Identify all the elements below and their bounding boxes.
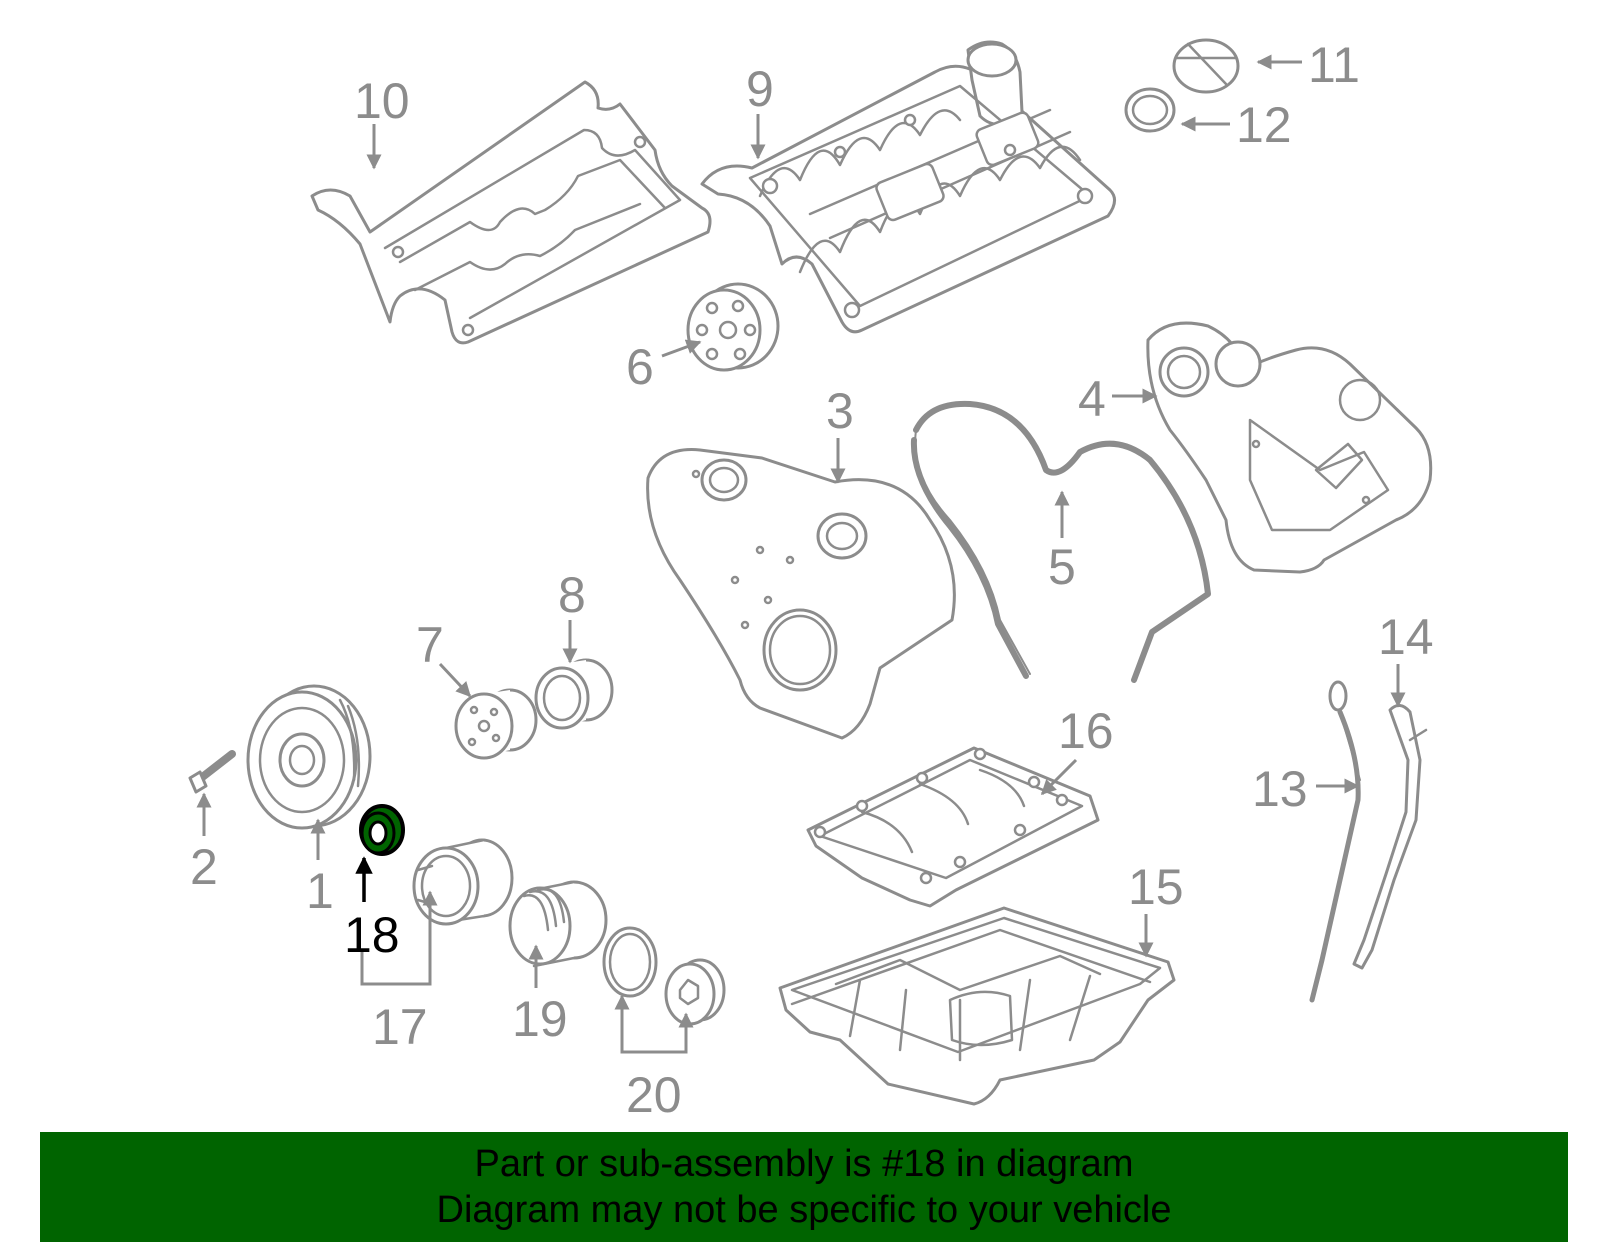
callout-13: 13	[1252, 761, 1308, 817]
leader-6	[661, 339, 702, 358]
callout-2: 2	[190, 839, 218, 895]
part-20-ring-and-cap	[602, 926, 726, 1026]
part-17-housing	[412, 838, 514, 926]
banner-line-disclaimer: Diagram may not be specific to your vehi…	[436, 1189, 1172, 1231]
callout-15: 15	[1128, 859, 1184, 915]
part-7-crank-sprocket	[454, 688, 538, 760]
leader-lines	[196, 54, 1406, 1054]
callout-3: 3	[826, 383, 854, 439]
callout-11: 11	[1308, 37, 1360, 93]
leader-7	[438, 662, 472, 698]
part-10-cover-gasket	[310, 80, 712, 345]
part-6-camshaft-sprocket	[686, 282, 780, 372]
info-banner: Part or sub-assembly is #18 in diagram D…	[40, 1132, 1568, 1242]
part-2-bolt	[188, 750, 236, 794]
part-5-cover-gasket	[910, 400, 1211, 683]
callout-18: 18	[344, 907, 400, 963]
callout-1: 1	[306, 863, 334, 919]
leader-16	[1040, 758, 1078, 796]
callout-20: 20	[626, 1067, 682, 1123]
callout-8: 8	[558, 567, 586, 623]
leader-17	[360, 890, 438, 986]
part-8-sleeve	[534, 658, 614, 730]
part-16-oil-pan-baffle	[806, 746, 1100, 908]
callout-16: 16	[1058, 703, 1114, 759]
callout-17: 17	[372, 999, 428, 1055]
part-4-rear-timing-cover	[1146, 321, 1433, 574]
part-13-dipstick	[1309, 680, 1361, 1003]
callout-9: 9	[746, 61, 774, 117]
banner-line-part: Part or sub-assembly is #18 in diagram	[474, 1143, 1134, 1185]
callout-7: 7	[416, 617, 444, 673]
callout-6: 6	[626, 339, 654, 395]
engine-parts-diagram: 10 9 11 12 6 3 4 5 8 7 14 16 13 2 1 18 1…	[188, 37, 1434, 1123]
callout-14: 14	[1378, 609, 1434, 665]
part-3-front-timing-cover	[646, 448, 956, 740]
part-14-dipstick-tube	[1352, 704, 1428, 970]
part-1-crank-pulley	[246, 684, 372, 830]
callout-4: 4	[1078, 371, 1106, 427]
part-12-cap-seal	[1124, 87, 1176, 133]
callout-numbers: 10 9 11 12 6 3 4 5 8 7 14 16 13 2 1 18 1…	[190, 37, 1434, 1123]
callout-12: 12	[1236, 97, 1292, 153]
callout-19: 19	[512, 991, 568, 1047]
part-15-oil-pan	[778, 906, 1176, 1106]
callout-10: 10	[354, 73, 410, 129]
part-19-filter-element	[508, 880, 608, 968]
part-11-oil-filler-cap	[1172, 38, 1240, 94]
callout-5: 5	[1048, 539, 1076, 595]
part-9-camshaft-cover	[700, 40, 1116, 334]
part-18-front-seal	[359, 804, 405, 856]
